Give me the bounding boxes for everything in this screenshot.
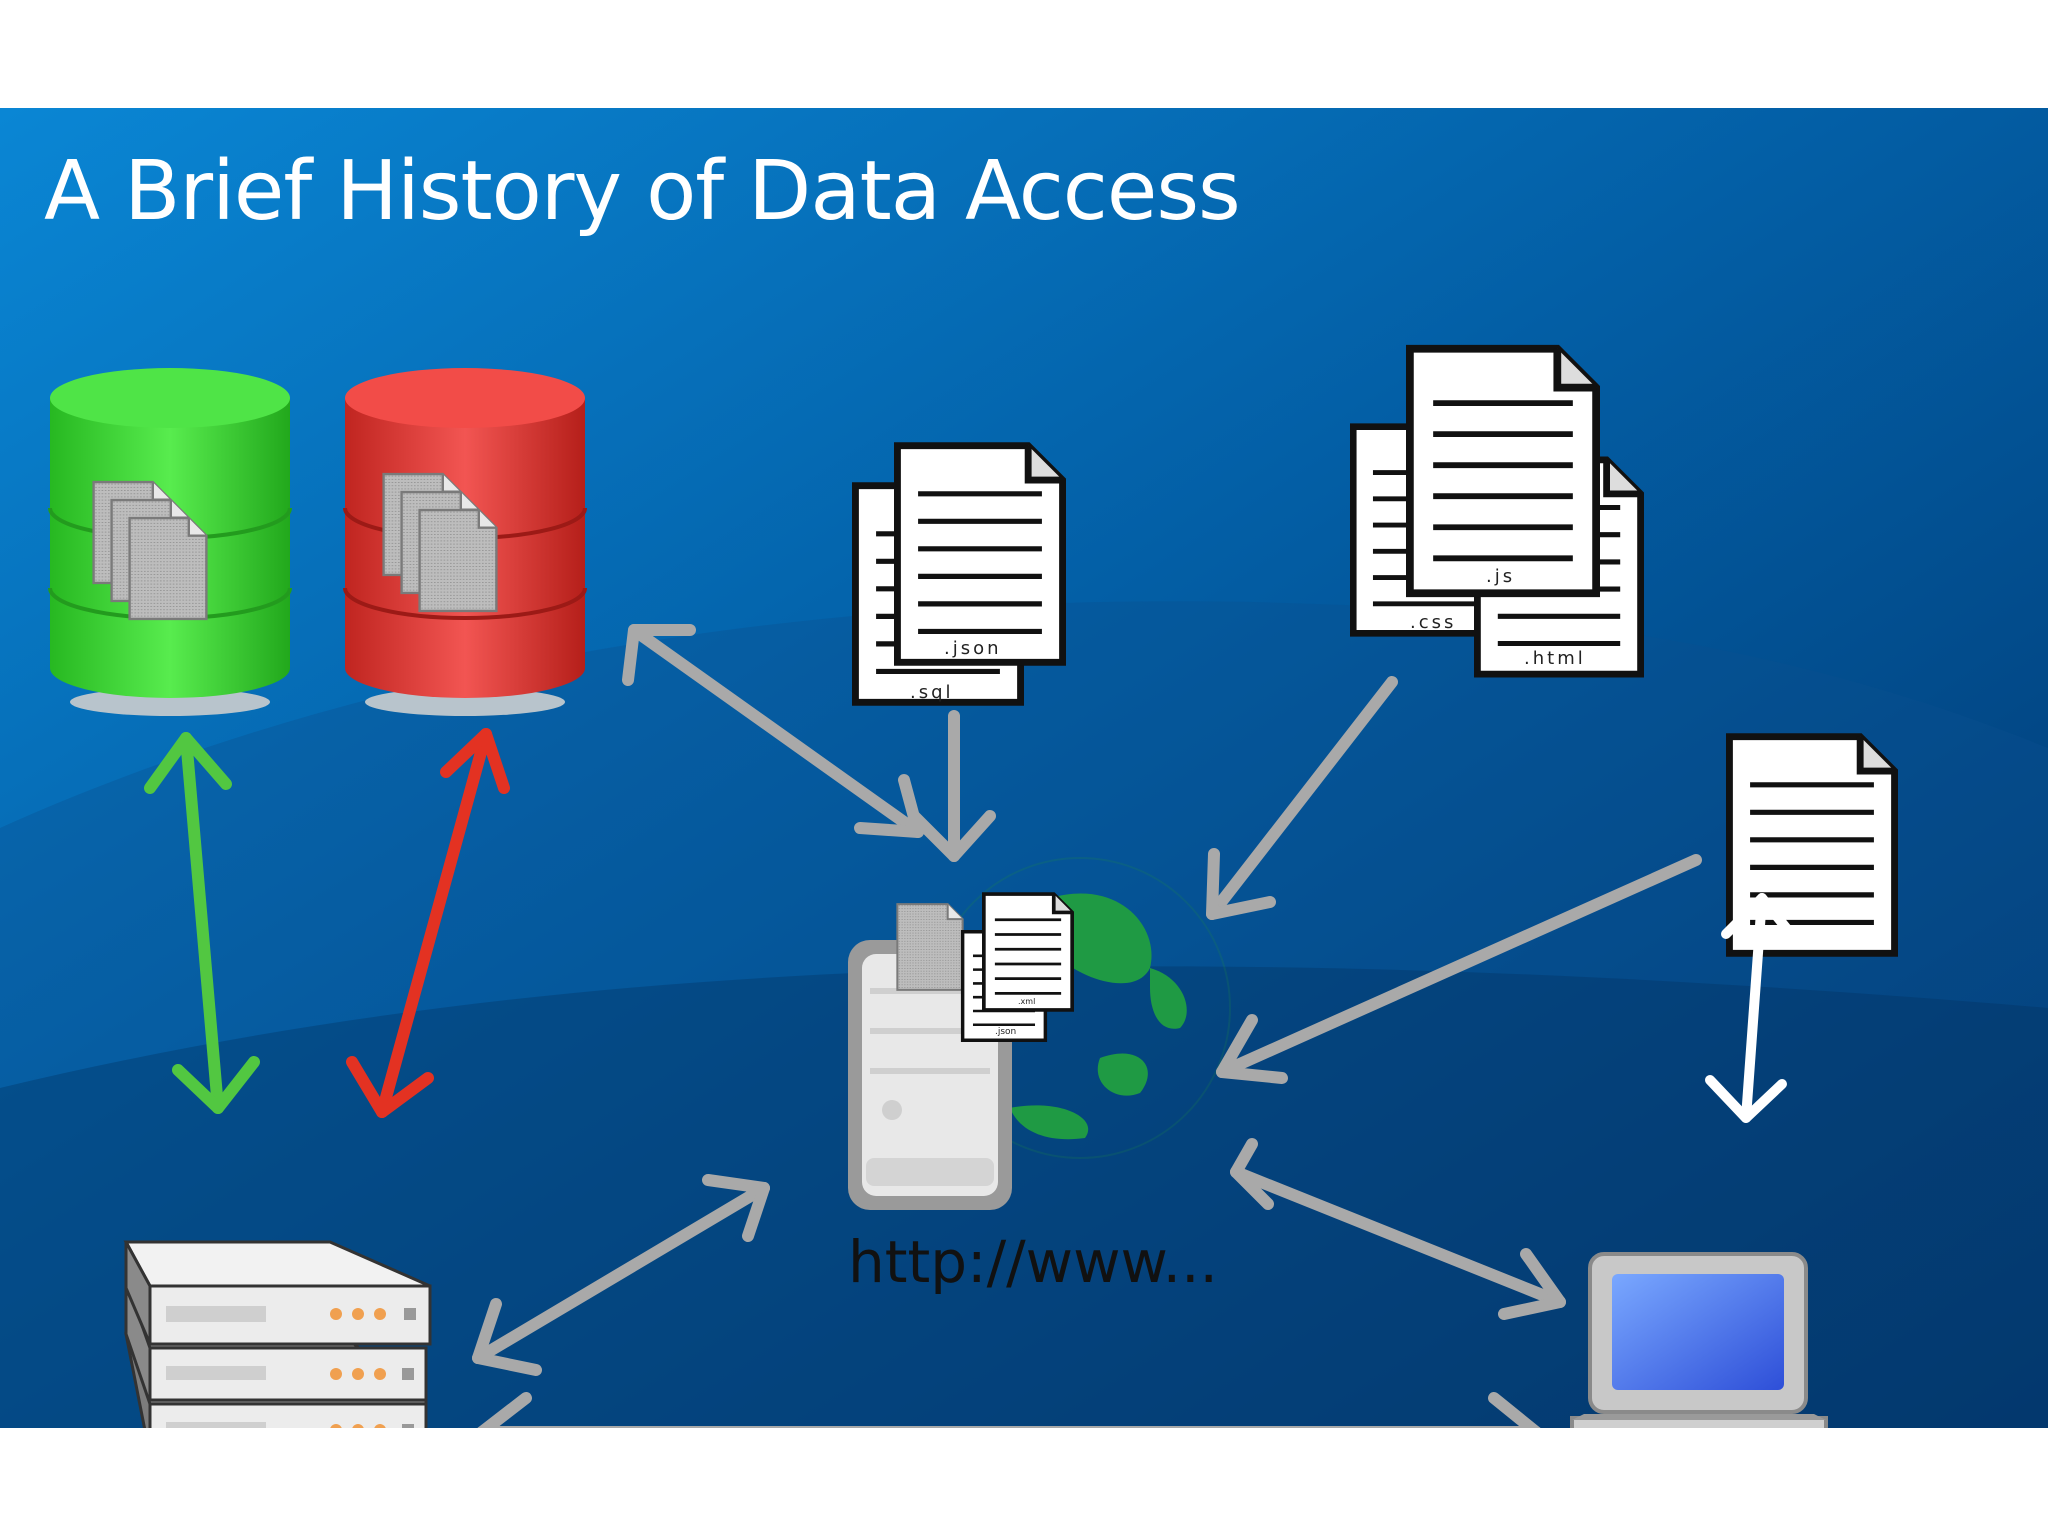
- green-arrow: [144, 732, 260, 1114]
- json-small-label: .json: [995, 1027, 1016, 1037]
- xml-small-label: .xml: [1018, 997, 1035, 1006]
- js-label: .js: [1486, 566, 1515, 587]
- grey-arrows: [472, 624, 1702, 1428]
- server-rack-icon: [123, 1240, 432, 1428]
- document-icon: [982, 892, 1074, 1012]
- css-label: .css: [1410, 612, 1456, 633]
- green-database-icon: [48, 368, 292, 716]
- document-stack-sql-json: .sql .json: [855, 446, 1062, 703]
- html-label: .html: [1524, 648, 1586, 669]
- diagram: .sql .json .css .js .html: [48, 108, 2048, 1428]
- server-documents: .json .xml: [896, 892, 1074, 1042]
- red-arrow: [346, 728, 510, 1118]
- red-database-icon: [343, 368, 587, 716]
- document-icon: [897, 446, 1062, 663]
- json-label: .json: [944, 638, 1002, 659]
- sql-label: .sql: [910, 682, 954, 703]
- document-stack-css-js-html: .css .js .html: [1353, 349, 1640, 674]
- white-arrow: [1705, 893, 1801, 1123]
- slide: A Brief History of Data Access: [0, 108, 2048, 1428]
- url-label: http://www...: [848, 1228, 1218, 1296]
- document-icon: [1729, 737, 1894, 954]
- slide-title: A Brief History of Data Access: [44, 144, 1241, 239]
- laptop-icon: [1570, 1252, 1828, 1428]
- document-icon: [1410, 349, 1596, 593]
